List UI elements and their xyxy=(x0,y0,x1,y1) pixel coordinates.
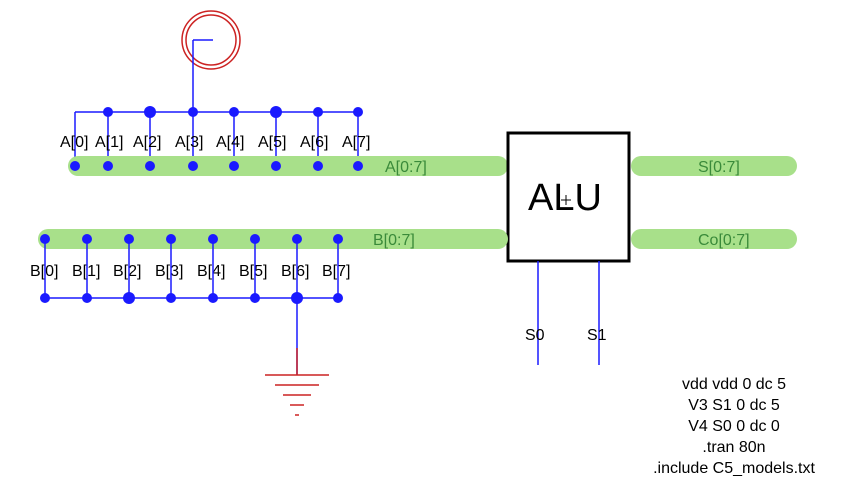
spice-line: .include C5_models.txt xyxy=(653,460,815,477)
spice-directives: vdd vdd 0 dc 5 V3 S1 0 dc 5 V4 S0 0 dc 0 .t… xyxy=(653,376,815,477)
bus-co[interactable] xyxy=(631,229,797,249)
bus-junction-dot xyxy=(313,161,323,171)
junction-dot xyxy=(103,107,113,117)
net-label-a-7: A[7] xyxy=(342,134,370,151)
bus-junction-dot xyxy=(188,161,198,171)
junction-dot xyxy=(353,107,363,117)
net-label-b-6: B[6] xyxy=(281,263,309,280)
junction-dot xyxy=(166,293,176,303)
net-label-s0: S0 xyxy=(525,327,545,344)
net-label-a-4: A[4] xyxy=(216,134,244,151)
junction-dot xyxy=(82,293,92,303)
net-label-b-4: B[4] xyxy=(197,263,225,280)
bus-junction-dot xyxy=(145,161,155,171)
alu-title: ALU xyxy=(528,177,602,219)
bus-a[interactable] xyxy=(68,156,508,176)
bus-b[interactable] xyxy=(38,229,508,249)
spice-line: V3 S1 0 dc 5 xyxy=(688,397,780,414)
net-label-a-5: A[5] xyxy=(258,134,286,151)
junction-dot xyxy=(333,293,343,303)
net-label-b-2: B[2] xyxy=(113,263,141,280)
net-label-a-2: A[2] xyxy=(133,134,161,151)
junction-dot xyxy=(40,293,50,303)
bus-s[interactable] xyxy=(631,156,797,176)
bus-label-b: B[0:7] xyxy=(373,232,415,249)
bus-label-co: Co[0:7] xyxy=(698,232,750,249)
junction-dot xyxy=(123,292,135,304)
junction-dot xyxy=(270,106,282,118)
bus-junction-dot xyxy=(229,161,239,171)
bus-junction-dot xyxy=(103,161,113,171)
net-label-b-3: B[3] xyxy=(155,263,183,280)
spice-line: V4 S0 0 dc 0 xyxy=(688,418,780,435)
net-label-b-5: B[5] xyxy=(239,263,267,280)
junction-dot xyxy=(144,106,156,118)
junction-dot xyxy=(188,107,198,117)
junction-dot xyxy=(208,293,218,303)
net-label-b-1: B[1] xyxy=(72,263,100,280)
bus-label-s: S[0:7] xyxy=(698,159,740,176)
spice-line: vdd vdd 0 dc 5 xyxy=(682,376,786,393)
net-label-b-7: B[7] xyxy=(322,263,350,280)
net-label-a-3: A[3] xyxy=(175,134,203,151)
net-label-a-0: A[0] xyxy=(60,134,88,151)
junction-dot xyxy=(229,107,239,117)
junction-dot xyxy=(250,293,260,303)
alu-block-icon[interactable]: ALU xyxy=(506,131,631,263)
junction-dot xyxy=(313,107,323,117)
bus-label-a: A[0:7] xyxy=(385,159,427,176)
net-label-a-1: A[1] xyxy=(95,134,123,151)
ground-icon[interactable] xyxy=(265,348,329,416)
spice-line: .tran 80n xyxy=(702,439,765,456)
bus-junction-dot xyxy=(353,161,363,171)
net-label-b-0: B[0] xyxy=(30,263,58,280)
voltage-source-icon[interactable] xyxy=(181,10,241,70)
net-label-s1: S1 xyxy=(587,327,607,344)
net-label-a-6: A[6] xyxy=(300,134,328,151)
bus-junction-dot xyxy=(271,161,281,171)
